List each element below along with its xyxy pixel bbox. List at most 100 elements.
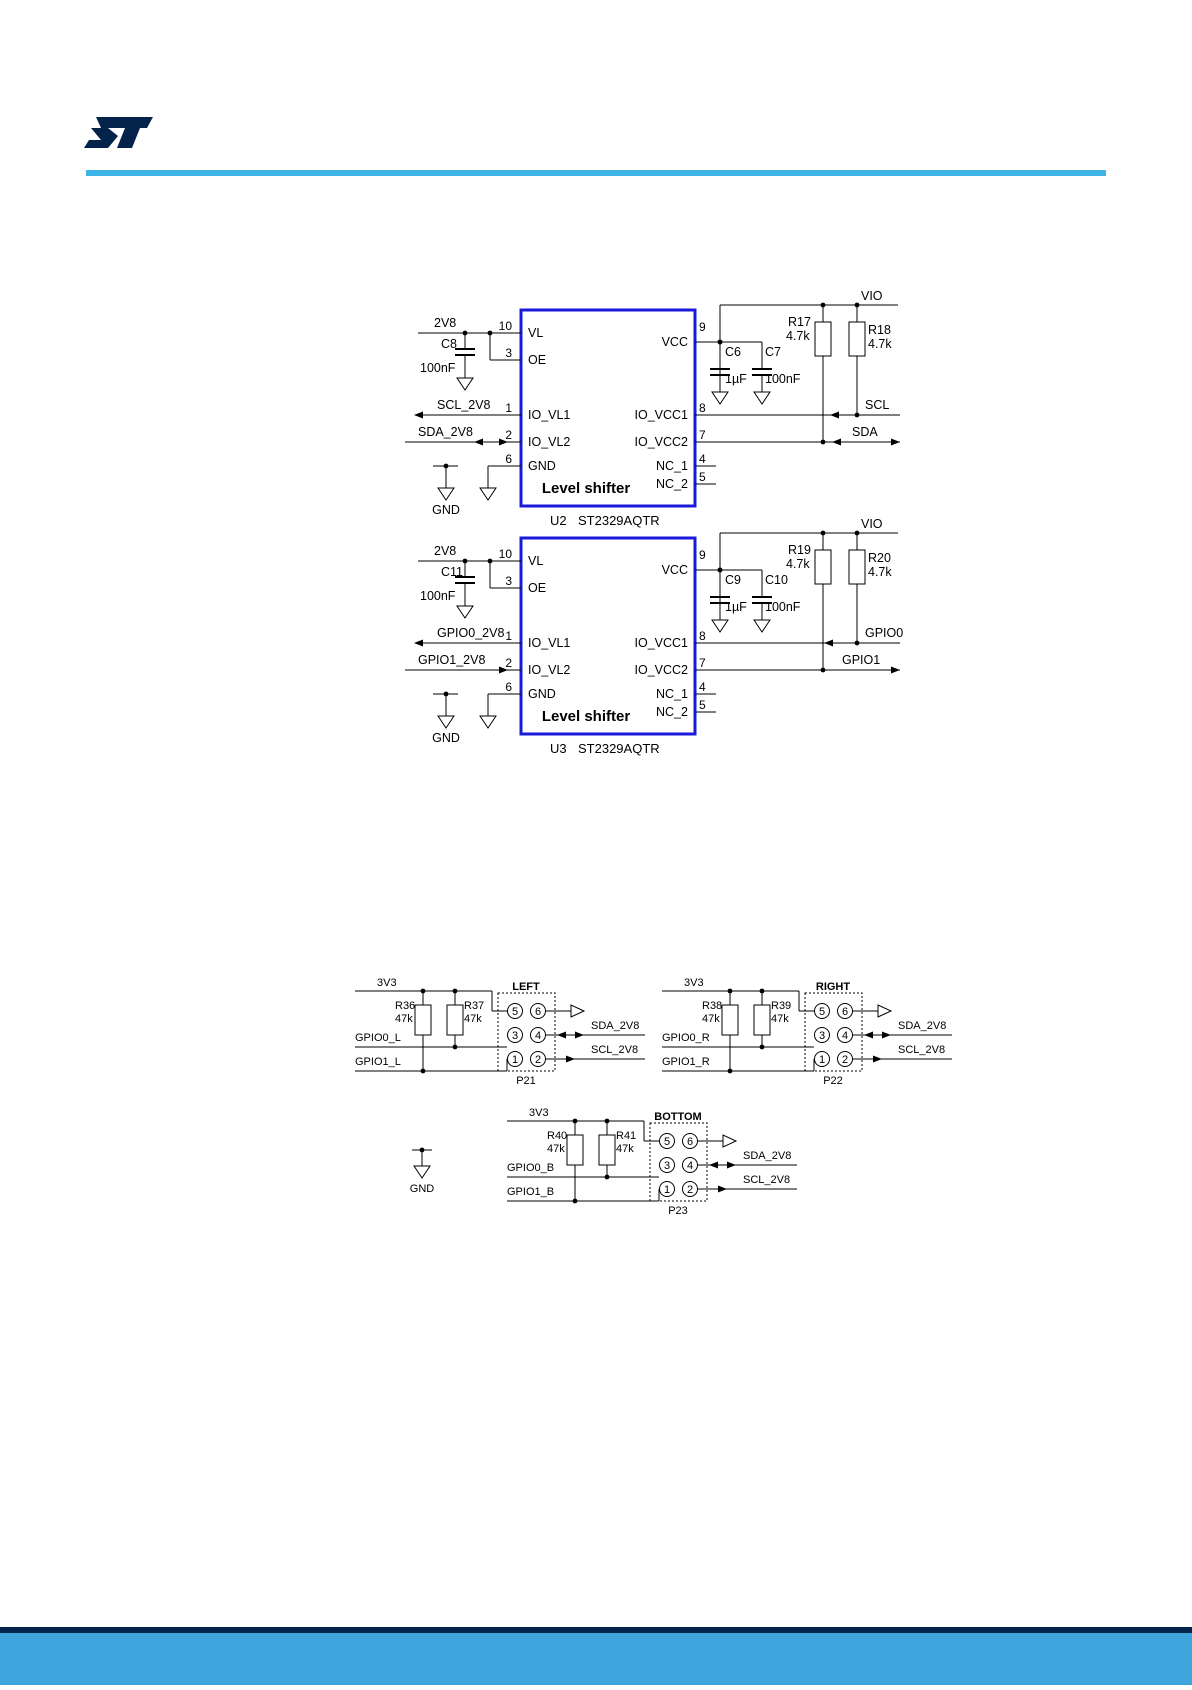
- pin-name: GND: [528, 459, 556, 473]
- pin-number: 1: [505, 401, 512, 415]
- pin-number: 3: [512, 1030, 518, 1042]
- resistor-body: [753, 1004, 771, 1036]
- ground-symbol: [479, 487, 497, 501]
- resistor-body: [814, 549, 832, 585]
- component-value: 100nF: [765, 600, 801, 614]
- connector-outline: [804, 992, 863, 1072]
- connector-pin: [507, 1003, 523, 1019]
- arrow-left-icon: [832, 438, 841, 446]
- net-label: SDA_2V8: [418, 425, 473, 439]
- arrow-left-icon: [824, 639, 833, 647]
- pin-number: 6: [505, 680, 512, 694]
- ic-part-number: ST2329AQTR: [578, 741, 660, 756]
- ic-box: [519, 308, 697, 508]
- connector-pin: [682, 1133, 698, 1149]
- footer-band: [0, 1627, 1192, 1685]
- junction-dot: [487, 330, 493, 336]
- pin-number: 5: [699, 698, 706, 712]
- pin-number: 6: [505, 452, 512, 466]
- ic-function-label: Level shifter: [542, 708, 631, 725]
- component-ref: R40: [547, 1130, 567, 1142]
- component-ref: C8: [441, 337, 457, 351]
- ground-symbol: [413, 1165, 431, 1179]
- pin-number: 5: [819, 1006, 825, 1018]
- component-value: 47k: [395, 1013, 413, 1025]
- pin-number: 7: [699, 428, 706, 442]
- pin-number: 3: [664, 1160, 670, 1172]
- arrow-left-icon: [474, 438, 483, 446]
- pin-number: 2: [505, 656, 512, 670]
- component-ref: R37: [464, 1000, 484, 1012]
- component-value: 4.7k: [786, 557, 810, 571]
- pin-name: VCC: [662, 563, 688, 577]
- pin-name: IO_VCC1: [635, 408, 689, 422]
- net-label: SDA_2V8: [898, 1020, 946, 1032]
- connector-outline: [497, 992, 556, 1072]
- arrow-right-icon: [882, 1031, 891, 1039]
- net-label: 3V3: [684, 977, 704, 989]
- ground-symbol: [711, 619, 729, 633]
- power-flag-icon: [877, 1004, 893, 1018]
- pin-name: IO_VCC1: [635, 636, 689, 650]
- pin-name: GND: [528, 687, 556, 701]
- arrow-right-icon: [718, 1185, 727, 1193]
- gnd-label: GND: [432, 503, 460, 517]
- power-flag-icon: [722, 1134, 738, 1148]
- component-value: 47k: [702, 1013, 720, 1025]
- connector-title: BOTTOM: [654, 1111, 701, 1123]
- net-label: GPIO1_R: [662, 1056, 710, 1068]
- pin-number: 1: [664, 1184, 670, 1196]
- component-ref: R36: [395, 1000, 415, 1012]
- connector-pin: [659, 1133, 675, 1149]
- net-label: GPIO0_2V8: [437, 626, 504, 640]
- pin-name: IO_VCC2: [635, 435, 689, 449]
- net-label: GPIO0_L: [355, 1032, 401, 1044]
- resistor-body: [414, 1004, 432, 1036]
- arrow-right-icon: [891, 438, 900, 446]
- pin-name: IO_VCC2: [635, 663, 689, 677]
- pin-number: 5: [512, 1006, 518, 1018]
- footer-line: [0, 1627, 1192, 1633]
- component-ref: C11: [441, 565, 463, 579]
- net-label: 3V3: [529, 1107, 549, 1119]
- connector-outline: [649, 1122, 708, 1202]
- component-value: 100nF: [765, 372, 801, 386]
- connector-pin: [837, 1003, 853, 1019]
- connector-pin: [530, 1003, 546, 1019]
- component-value: 47k: [547, 1143, 565, 1155]
- pin-name: IO_VL2: [528, 663, 570, 677]
- pin-number: 10: [499, 547, 513, 561]
- pin-number: 8: [699, 629, 706, 643]
- junction-dot: [420, 1068, 426, 1074]
- pin-name: NC_2: [656, 477, 688, 491]
- ground-symbol: [437, 715, 455, 729]
- component-value: 100nF: [420, 361, 456, 375]
- power-flag-icon: [570, 1004, 586, 1018]
- junction-dot: [727, 1068, 733, 1074]
- pin-name: IO_VL2: [528, 435, 570, 449]
- arrow-left-icon: [709, 1161, 718, 1169]
- pin-name: OE: [528, 353, 546, 367]
- connector-pin: [530, 1027, 546, 1043]
- pin-number: 5: [664, 1136, 670, 1148]
- net-label: 3V3: [377, 977, 397, 989]
- resistor-body: [848, 549, 866, 585]
- component-value: 1µF: [725, 600, 747, 614]
- header-accent-bar: [86, 170, 1106, 176]
- connector-pin: [814, 1027, 830, 1043]
- page-header: ST: [84, 117, 1106, 176]
- resistor-body: [848, 321, 866, 357]
- junction-dot: [854, 412, 860, 418]
- component-value: 47k: [771, 1013, 789, 1025]
- component-ref: R17: [788, 315, 811, 329]
- net-label: VIO: [861, 517, 883, 531]
- junction-dot: [572, 1198, 578, 1204]
- junction-dot: [820, 439, 826, 445]
- pin-number: 4: [699, 452, 706, 466]
- pin-number: 6: [535, 1006, 541, 1018]
